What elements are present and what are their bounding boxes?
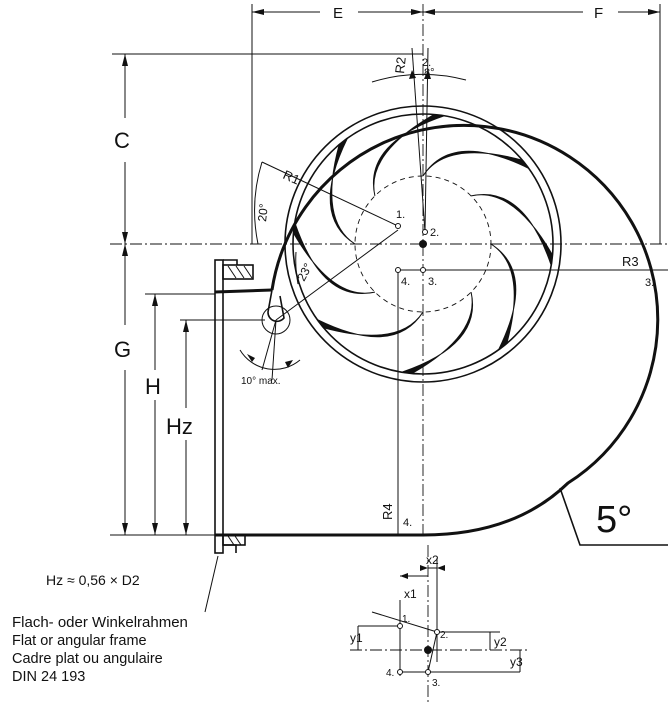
legend-french: Cadre plat ou angulaire (12, 651, 163, 667)
impeller-blade (373, 113, 445, 197)
outlet-top-wall (214, 288, 273, 294)
angle-20-label: 20° (255, 203, 271, 223)
detail-x2-label: x2 (426, 553, 439, 567)
outlet-flange (214, 259, 254, 554)
r4-label: R4 (380, 503, 395, 520)
impeller-blade (490, 243, 517, 351)
dimension-cg: C G (110, 53, 423, 536)
detail-point-4: 4. (386, 668, 394, 679)
impeller-blade (329, 137, 356, 245)
point-3-right-label: 3. (645, 277, 654, 289)
dimension-g-label: G (114, 337, 131, 362)
cutoff-tongue (267, 289, 285, 323)
impeller-blade (316, 311, 424, 338)
dimension-e-label: E (333, 5, 343, 22)
detail-point-2: 2. (440, 630, 448, 641)
r3-label: R3 (622, 254, 639, 269)
impeller-inner-ring (292, 113, 554, 375)
five-degree-leader (559, 487, 668, 546)
point-4-bottom-label: 4. (403, 517, 412, 529)
points-detail-sketch: x1 x2 y1 y2 y3 1. 2. 3. 4. (350, 545, 530, 704)
point-1-label: 1. (396, 209, 405, 221)
point-2-label: 2. (430, 227, 439, 239)
impeller-blade (292, 222, 376, 294)
dimension-hz-label: Hz (166, 414, 193, 439)
dimension-h-hz: H Hz (145, 293, 265, 535)
detail-point-1: 1. (402, 614, 410, 625)
dimension-f-label: F (594, 5, 603, 22)
legend-din: DIN 24 193 (12, 669, 86, 685)
impeller-outer-ring (284, 105, 562, 383)
impeller-blades (292, 113, 554, 375)
impeller-blade (422, 150, 530, 177)
dimension-c-label: C (114, 128, 130, 153)
scroll-housing (215, 123, 660, 537)
detail-point-3: 3. (432, 678, 440, 689)
detail-y2-label: y2 (494, 635, 507, 649)
impeller-blade (401, 291, 473, 375)
detail-y1-label: y1 (350, 631, 363, 645)
legend-leader-line (204, 555, 219, 613)
angle-10max-label: 10° max. (241, 376, 281, 387)
impeller-blade (470, 194, 554, 266)
detail-x1-label: x1 (404, 587, 417, 601)
r1-label: R1 (281, 167, 302, 187)
dimension-ef: E F (251, 4, 661, 244)
angle-5-label: 5° (596, 499, 632, 541)
point-3-label: 3. (428, 276, 437, 288)
legend-german: Flach- oder Winkelrahmen (12, 614, 188, 631)
r2-label: R2 (392, 56, 409, 74)
construction-geometry (239, 47, 668, 535)
dimension-h-label: H (145, 374, 161, 399)
frame-legend: Flach- oder Winkelrahmen Flat or angular… (12, 614, 312, 686)
hz-formula: Hz ≈ 0,56 × D2 (46, 572, 140, 588)
point-2-top-label: 2. (422, 57, 431, 69)
legend-english: Flat or angular frame (12, 633, 147, 649)
tongue-radius-arc (261, 305, 291, 335)
angle-8-label: 8° (424, 67, 435, 79)
point-4-label: 4. (401, 276, 410, 288)
detail-y3-label: y3 (510, 655, 523, 669)
